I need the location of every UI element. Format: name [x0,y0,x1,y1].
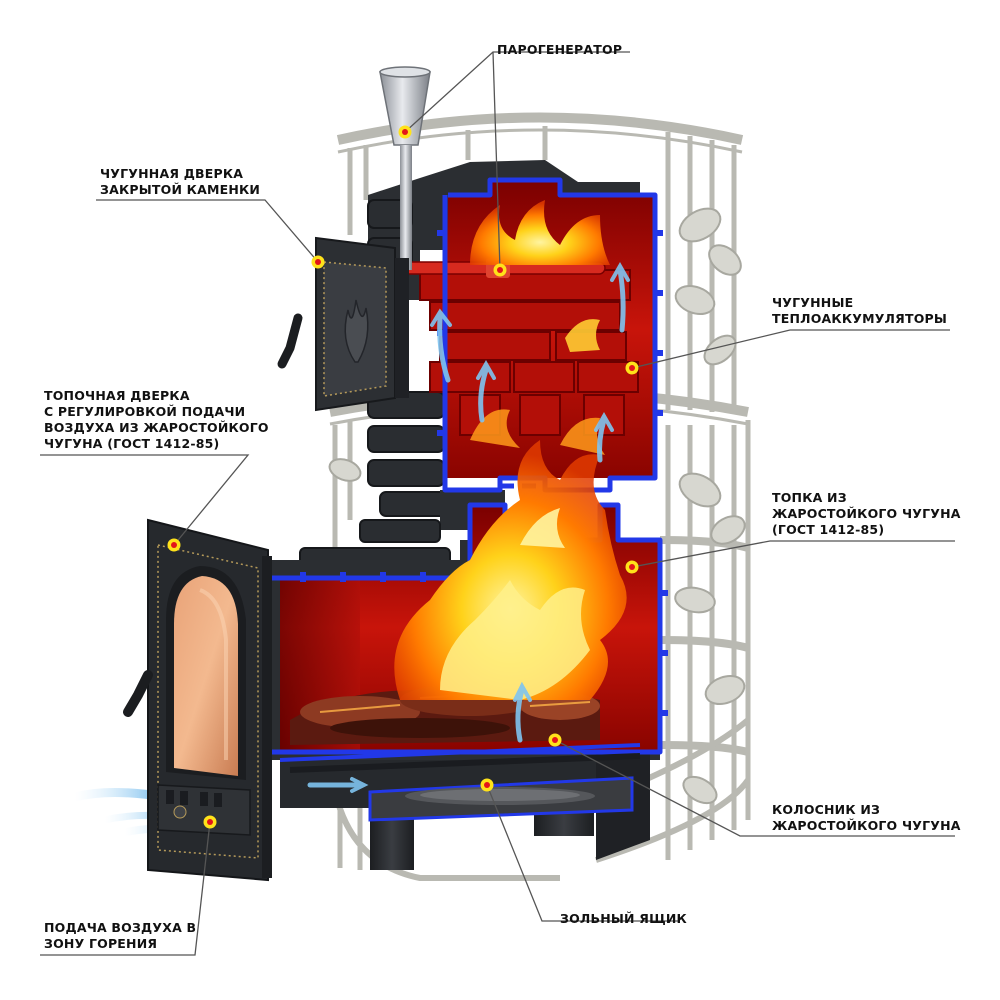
callout-marker-icon [493,263,507,277]
flame-icon [470,200,610,265]
air-flow-arrow-icon [437,315,451,383]
label-line: ЖАРОСТОЙКОГО ЧУГУНА [772,818,961,833]
label-heat-accumulators: ЧУГУННЫЕ ТЕПЛОАККУМУЛЯТОРЫ [772,295,947,327]
label-line: ЗОЛЬНЫЙ ЯЩИК [560,911,687,926]
label-line: ВОЗДУХА ИЗ ЖАРОСТОЙКОГО [44,420,269,435]
label-ash-box: ЗОЛЬНЫЙ ЯЩИК [560,911,687,927]
label-line: ЖАРОСТОЙКОГО ЧУГУНА [772,506,961,521]
label-air-supply: ПОДАЧА ВОЗДУХА В ЗОНУ ГОРЕНИЯ [44,920,196,952]
label-steam-generator: ПАРОГЕНЕРАТОР [497,42,622,58]
callout-marker-icon [480,778,494,792]
label-line: С РЕГУЛИРОВКОЙ ПОДАЧИ [44,404,246,419]
callout-marker-icon [311,255,325,269]
label-firebox-door: ТОПОЧНАЯ ДВЕРКА С РЕГУЛИРОВКОЙ ПОДАЧИ ВО… [44,388,269,452]
callout-markers [167,125,639,829]
label-firebox: ТОПКА ИЗ ЖАРОСТОЙКОГО ЧУГУНА (ГОСТ 1412-… [772,490,961,538]
label-closed-heater-door: ЧУГУННАЯ ДВЕРКА ЗАКРЫТОЙ КАМЕНКИ [100,166,260,198]
label-line: (ГОСТ 1412-85) [772,522,885,537]
callout-marker-icon [398,125,412,139]
label-line: ТОПКА ИЗ [772,490,847,505]
label-line: ПОДАЧА ВОЗДУХА В [44,920,197,935]
label-line: ЧУГУННАЯ ДВЕРКА [100,166,244,181]
callout-marker-icon [167,538,181,552]
label-line: ЧУГУННЫЕ [772,295,854,310]
air-flow-arrows [307,261,630,793]
firebox-door [123,518,272,882]
label-line: ТОПОЧНАЯ ДВЕРКА [44,388,190,403]
label-grate: КОЛОСНИК ИЗ ЖАРОСТОЙКОГО ЧУГУНА [772,802,961,834]
callout-leaders [40,51,955,956]
steam-funnel [379,66,431,270]
label-line: ЗАКРЫТОЙ КАМЕНКИ [100,182,261,197]
heater-door [277,236,409,412]
label-line: КОЛОСНИК ИЗ [772,802,881,817]
callout-marker-icon [203,815,217,829]
label-line: ТЕПЛОАККУМУЛЯТОРЫ [772,311,948,326]
label-line: ЗОНУ ГОРЕНИЯ [44,936,158,951]
ash-box [368,776,634,822]
callout-marker-icon [625,560,639,574]
label-line: ПАРОГЕНЕРАТОР [497,42,623,57]
label-line: ЧУГУНА (ГОСТ 1412-85) [44,436,220,451]
callout-marker-icon [548,733,562,747]
callout-marker-icon [625,361,639,375]
flames [394,200,627,700]
